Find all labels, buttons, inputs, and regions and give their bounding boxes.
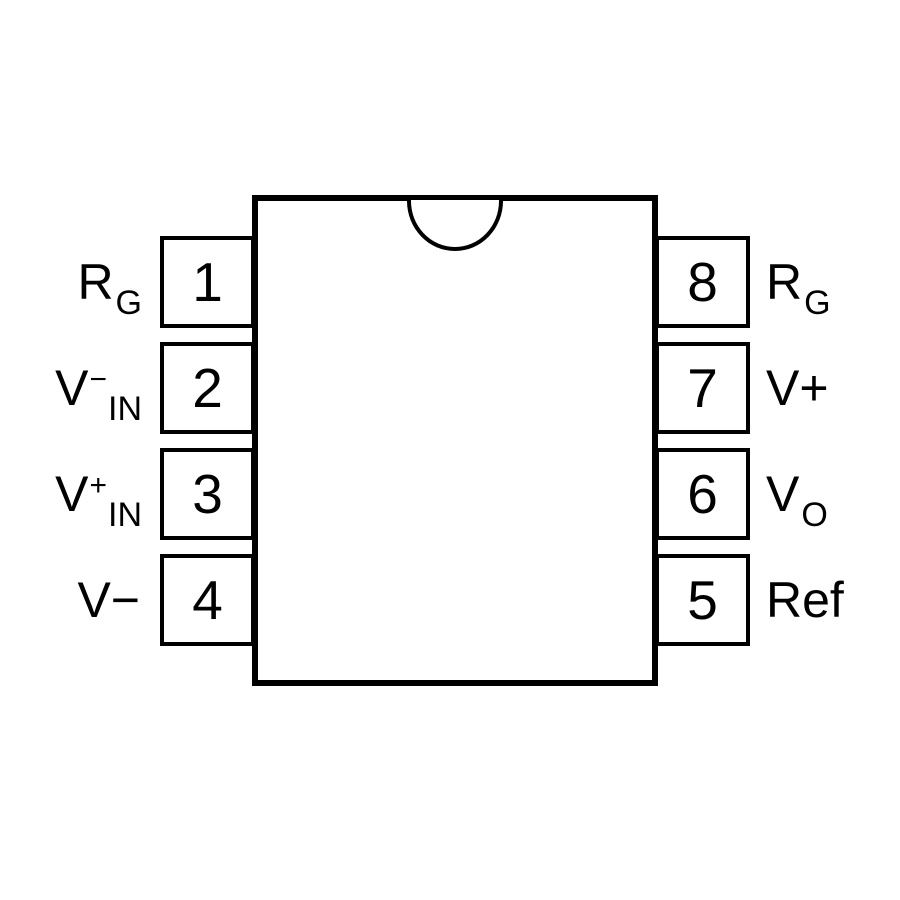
pin-number-8: 8 (687, 251, 718, 313)
pin-label-v-plus: V+ (766, 342, 900, 434)
pin-label-text: V+ (766, 360, 829, 416)
ic-package-body (252, 195, 658, 686)
pin-number-4: 4 (192, 569, 223, 631)
pin-number-5: 5 (687, 569, 718, 631)
pin-label-v-minus: V− (0, 554, 142, 646)
pin-label-vin-plus: V+IN (0, 448, 142, 540)
pin-box-4: 4 (160, 554, 255, 646)
pin-label-text: V− (77, 572, 140, 628)
pin-number-6: 6 (687, 463, 718, 525)
pin-label-rg-left: RG (0, 236, 142, 328)
pin-label-text: RG (766, 254, 831, 322)
pin1-indicator-notch (407, 200, 503, 251)
pin-box-7: 7 (655, 342, 750, 434)
pin-label-text: V−IN (55, 360, 142, 428)
pin-box-5: 5 (655, 554, 750, 646)
pin-label-text: V+IN (55, 466, 142, 534)
pin-box-3: 3 (160, 448, 255, 540)
pin-box-6: 6 (655, 448, 750, 540)
pin-number-7: 7 (687, 357, 718, 419)
pin-label-vo: VO (766, 448, 900, 540)
pin-box-2: 2 (160, 342, 255, 434)
pin-label-rg-right: RG (766, 236, 900, 328)
pin-label-text: Ref (766, 572, 844, 628)
pin-number-1: 1 (192, 251, 223, 313)
pin-number-3: 3 (192, 463, 223, 525)
pin-box-1: 1 (160, 236, 255, 328)
pin-label-text: RG (77, 254, 142, 322)
pin-label-ref: Ref (766, 554, 900, 646)
pin-label-text: VO (766, 466, 828, 534)
pin-box-8: 8 (655, 236, 750, 328)
pin-number-2: 2 (192, 357, 223, 419)
pin-label-vin-minus: V−IN (0, 342, 142, 434)
